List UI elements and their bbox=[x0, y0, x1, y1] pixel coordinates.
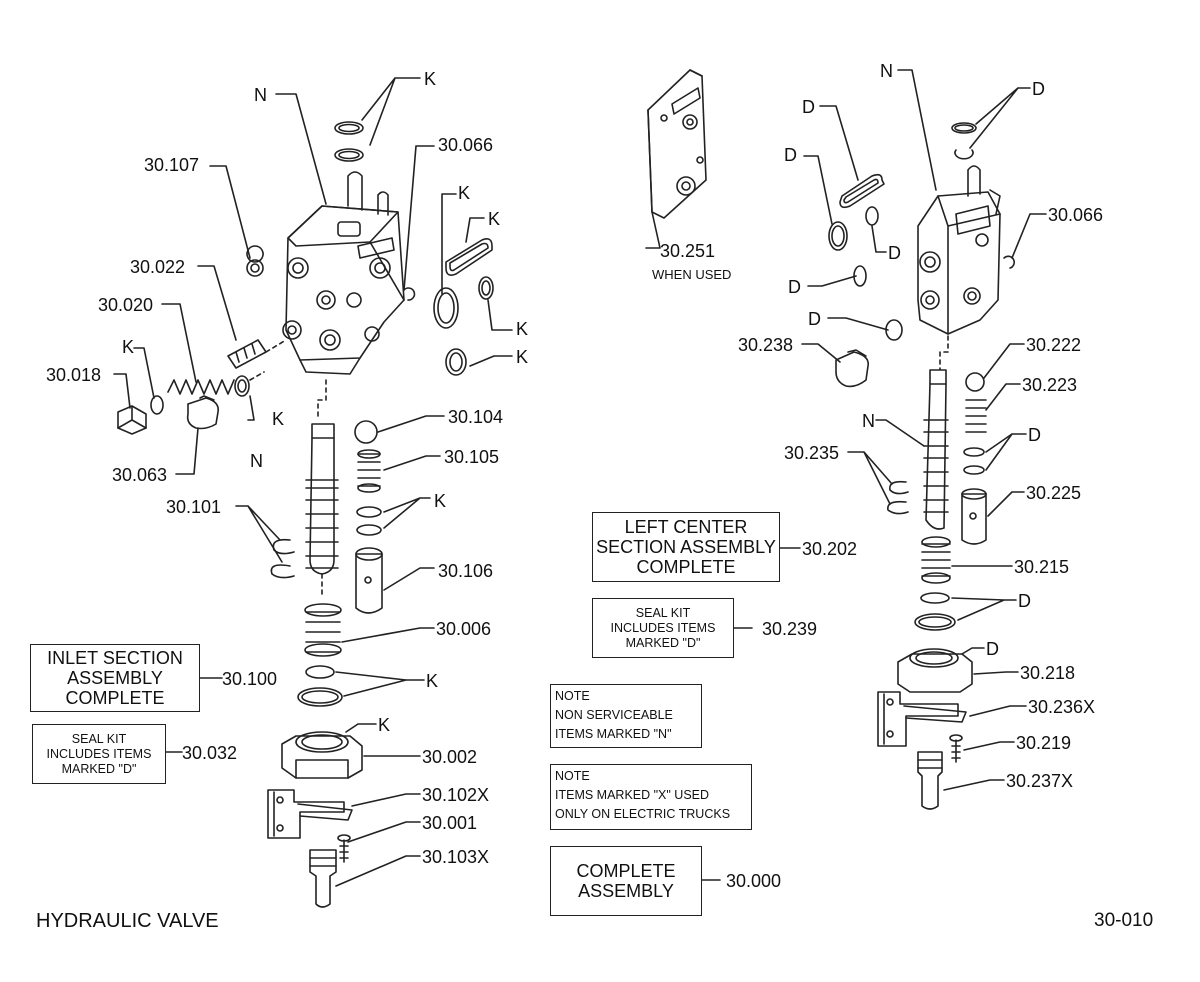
note-line: ITEMS MARKED "N" bbox=[555, 727, 672, 741]
note-line: ITEMS MARKED "X" USED bbox=[555, 788, 710, 802]
label-30236x: 30.236X bbox=[1028, 697, 1096, 717]
label-30032: 30.032 bbox=[182, 743, 238, 763]
label-30104: 30.104 bbox=[448, 407, 504, 427]
box-line: MARKED "D" bbox=[61, 761, 137, 776]
label-30066: 30.066 bbox=[438, 135, 494, 155]
label-k: K bbox=[434, 491, 447, 511]
label-n: N bbox=[862, 411, 875, 431]
label-k: K bbox=[378, 715, 391, 735]
label-30202: 30.202 bbox=[802, 539, 858, 559]
label-30215: 30.215 bbox=[1014, 557, 1070, 577]
complete-assembly-box: COMPLETE ASSEMBLY bbox=[550, 846, 702, 916]
note-non-serviceable: NOTE NON SERVICEABLE ITEMS MARKED "N" bbox=[550, 684, 702, 748]
label-k: K bbox=[424, 69, 437, 89]
label-30103x: 30.103X bbox=[422, 847, 490, 867]
label-k: K bbox=[272, 409, 285, 429]
inlet-section-box: INLET SECTION ASSEMBLY COMPLETE bbox=[30, 644, 200, 712]
note-electric-trucks: NOTE ITEMS MARKED "X" USED ONLY ON ELECT… bbox=[550, 764, 752, 830]
label-d: D bbox=[1028, 425, 1041, 445]
label-d: D bbox=[986, 639, 999, 659]
label-k: K bbox=[122, 337, 135, 357]
label-30100: 30.100 bbox=[222, 669, 278, 689]
label-30222: 30.222 bbox=[1026, 335, 1082, 355]
when-used-note: WHEN USED bbox=[652, 267, 732, 282]
label-30237x: 30.237X bbox=[1006, 771, 1074, 791]
label-d: D bbox=[1032, 79, 1045, 99]
label-30105: 30.105 bbox=[444, 447, 500, 467]
end-plate-30251 bbox=[647, 69, 707, 219]
box-line: SEAL KIT bbox=[71, 731, 127, 746]
label-d: D bbox=[808, 309, 821, 329]
seal-kit-box: SEAL KIT INCLUDES ITEMS MARKED "D" bbox=[32, 724, 166, 784]
box-line: SECTION ASSEMBLY bbox=[596, 537, 776, 557]
label-30020: 30.020 bbox=[98, 295, 154, 315]
label-30106: 30.106 bbox=[438, 561, 494, 581]
label-d: D bbox=[788, 277, 801, 297]
label-30063: 30.063 bbox=[112, 465, 168, 485]
box-line: ASSEMBLY bbox=[67, 668, 163, 688]
label-30223: 30.223 bbox=[1022, 375, 1078, 395]
label-30018: 30.018 bbox=[46, 365, 102, 385]
center-valve-body bbox=[917, 165, 1001, 335]
note-line: NOTE bbox=[555, 689, 590, 703]
label-30101: 30.101 bbox=[166, 497, 222, 517]
label-30107: 30.107 bbox=[144, 155, 200, 175]
label-n: N bbox=[250, 451, 263, 471]
page-code: 30-010 bbox=[1094, 910, 1154, 931]
label-30238: 30.238 bbox=[738, 335, 794, 355]
label-30066: 30.066 bbox=[1048, 205, 1104, 225]
note-line: ONLY ON ELECTRIC TRUCKS bbox=[555, 807, 731, 821]
label-30000: 30.000 bbox=[726, 871, 782, 891]
label-d: D bbox=[784, 145, 797, 165]
o-ring bbox=[334, 121, 364, 135]
label-d: D bbox=[888, 243, 901, 263]
box-line: SEAL KIT bbox=[635, 605, 691, 620]
inlet-valve-body bbox=[282, 171, 405, 375]
left-center-box: LEFT CENTER SECTION ASSEMBLY COMPLETE bbox=[592, 512, 780, 582]
box-line: ASSEMBLY bbox=[578, 881, 674, 901]
box-line: INLET SECTION bbox=[47, 648, 183, 668]
label-30251: 30.251 bbox=[660, 241, 716, 261]
box-line: LEFT CENTER bbox=[624, 517, 748, 537]
label-d: D bbox=[802, 97, 815, 117]
label-30239: 30.239 bbox=[762, 619, 818, 639]
label-n: N bbox=[254, 85, 267, 105]
box-line: COMPLETE bbox=[636, 557, 736, 577]
label-30102x: 30.102X bbox=[422, 785, 490, 805]
label-k: K bbox=[426, 671, 439, 691]
box-line: INCLUDES ITEMS bbox=[46, 746, 152, 761]
seal-kit-box: SEAL KIT INCLUDES ITEMS MARKED "D" bbox=[592, 598, 734, 658]
label-30022: 30.022 bbox=[130, 257, 186, 277]
diagram-title: HYDRAULIC VALVE bbox=[36, 910, 219, 932]
label-n: N bbox=[880, 61, 893, 81]
box-line: COMPLETE bbox=[65, 688, 165, 708]
label-k: K bbox=[458, 183, 471, 203]
label-30001: 30.001 bbox=[422, 813, 478, 833]
label-d: D bbox=[1018, 591, 1031, 611]
label-30225: 30.225 bbox=[1026, 483, 1082, 503]
box-line: COMPLETE bbox=[576, 861, 676, 881]
label-30006: 30.006 bbox=[436, 619, 492, 639]
label-30219: 30.219 bbox=[1016, 733, 1072, 753]
label-k: K bbox=[516, 319, 529, 339]
note-line: NOTE bbox=[555, 769, 590, 783]
label-30002: 30.002 bbox=[422, 747, 478, 767]
label-30218: 30.218 bbox=[1020, 663, 1076, 683]
note-line: NON SERVICEABLE bbox=[555, 708, 673, 722]
label-30235: 30.235 bbox=[784, 443, 840, 463]
label-k: K bbox=[488, 209, 501, 229]
label-k: K bbox=[516, 347, 529, 367]
box-line: MARKED "D" bbox=[625, 635, 701, 650]
box-line: INCLUDES ITEMS bbox=[610, 620, 716, 635]
